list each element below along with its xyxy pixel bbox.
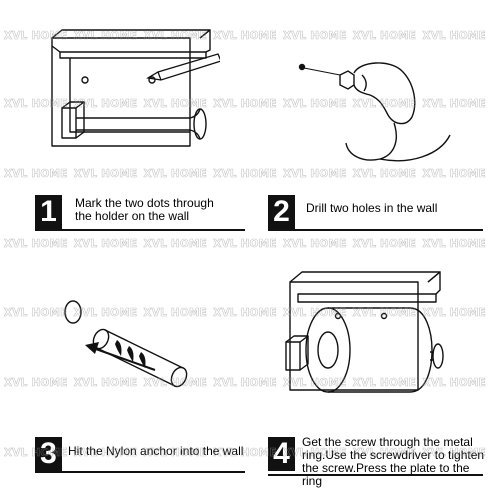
watermark-row: XVL HOME XVL HOME XVL HOME XVL HOME XVL HOME… [0,238,490,252]
step-4-badge: 4 [268,437,295,471]
watermark-text: XVL HOME [422,238,486,251]
step-2-text: Drill two holes in the wall [306,202,437,215]
watermark-text: XVL HOME [213,238,277,251]
step-3-line-1: Hit the Nylon anchor into the wall [68,444,244,458]
watermark-text: XVL HOME [143,168,207,181]
step-4-text: Get the screw through the metal ring.Use… [302,436,490,488]
step1-illustration [51,29,220,147]
watermark-text: XVL HOME [352,238,417,251]
watermark-row: XVL HOME XVL HOME XVL HOME XVL HOME XVL HOME… [0,168,490,182]
step3-illustration [64,300,188,388]
watermark-text: XVL HOME [4,168,68,181]
step-3-text: Hit the Nylon anchor into the wall [68,445,243,458]
pencil-icon [146,53,220,81]
step-1-text: Mark the two dots through the holder on … [75,197,214,223]
step-4-line-3: the screw.Press the plate to the ring [302,461,470,488]
step-2-line-1: Drill two holes in the wall [306,201,438,215]
watermark-text: XVL HOME [352,30,417,43]
watermark-text: XVL HOME [213,98,277,111]
step-2-badge: 2 [268,195,295,229]
watermark-text: XVL HOME [282,168,347,181]
watermark-text: XVL HOME [213,377,277,390]
watermark-text: XVL HOME [282,238,347,251]
step-4-line-1: Get the screw through the metal [302,435,473,449]
watermark-text: XVL HOME [422,168,486,181]
step-2-rule [268,229,483,231]
step-1-line-1: Mark the two dots through [75,196,214,210]
watermark-text: XVL HOME [213,307,277,320]
step-1-badge: 1 [35,195,62,229]
watermark-text: XVL HOME [4,238,68,251]
watermark-text: XVL HOME [422,30,486,43]
step-3-rule [35,471,245,473]
watermark-text: XVL HOME [143,238,207,251]
step2-illustration [298,62,451,162]
step-1-line-2: the holder on the wall [75,209,190,223]
step-4-rule [268,474,483,476]
watermark-text: XVL HOME [73,168,138,181]
watermark-text: XVL HOME [213,30,277,43]
step4-illustration [285,271,444,393]
watermark-text: XVL HOME [213,168,277,181]
step-4-line-2: ring.Use the screwdriver to tighten [302,448,485,462]
step-1-rule [35,229,245,231]
watermark-text: XVL HOME [282,30,347,43]
watermark-text: XVL HOME [73,238,138,251]
watermark-text: XVL HOME [352,168,417,181]
step-3-badge: 3 [35,437,62,471]
